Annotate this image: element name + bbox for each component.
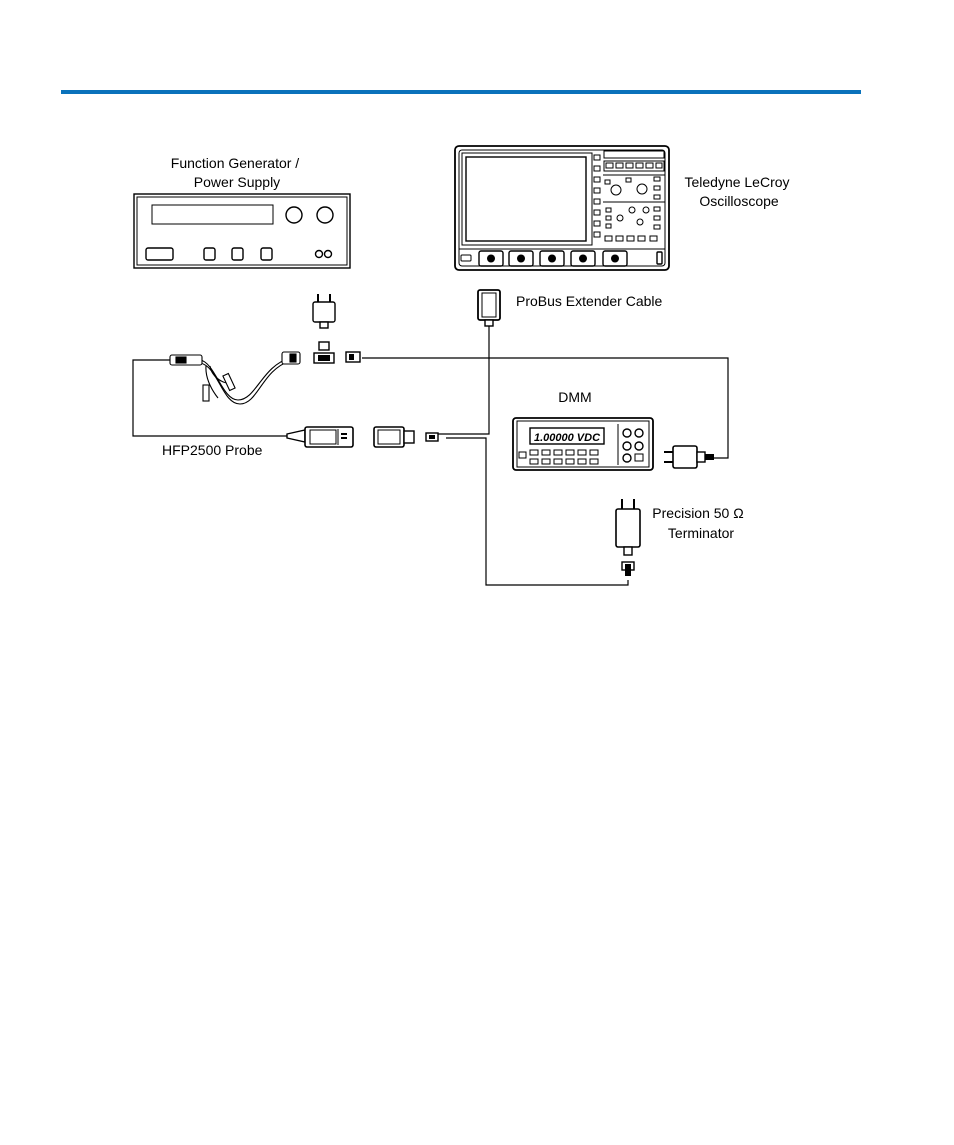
dmm [513,418,653,470]
bnc-tee-adapter [313,294,360,363]
hfp2500-probe [287,427,353,447]
function-generator-label-line2: Power Supply [194,174,280,190]
probe-label: HFP2500 Probe [162,442,263,458]
function-generator-label-line1: Function Generator / [171,155,300,171]
probus-bnc-adapter [374,427,438,447]
function-generator [134,194,350,268]
terminator-label-line1: Precision 50 Ω [652,505,743,521]
probus-extender-head [478,290,500,326]
oscilloscope [455,146,669,270]
precision-terminator [616,499,640,576]
probus-extender-label: ProBus Extender Cable [516,293,663,309]
dmm-label: DMM [558,389,591,405]
dmm-banana-adapter [664,446,714,468]
dmm-display-readout: 1.00000 VDC [534,432,601,444]
terminator-label-line2: Terminator [668,525,734,541]
oscilloscope-label-line2: Oscilloscope [699,193,779,209]
probe-leads [170,352,300,404]
oscilloscope-label-line1: Teledyne LeCroy [684,174,789,190]
